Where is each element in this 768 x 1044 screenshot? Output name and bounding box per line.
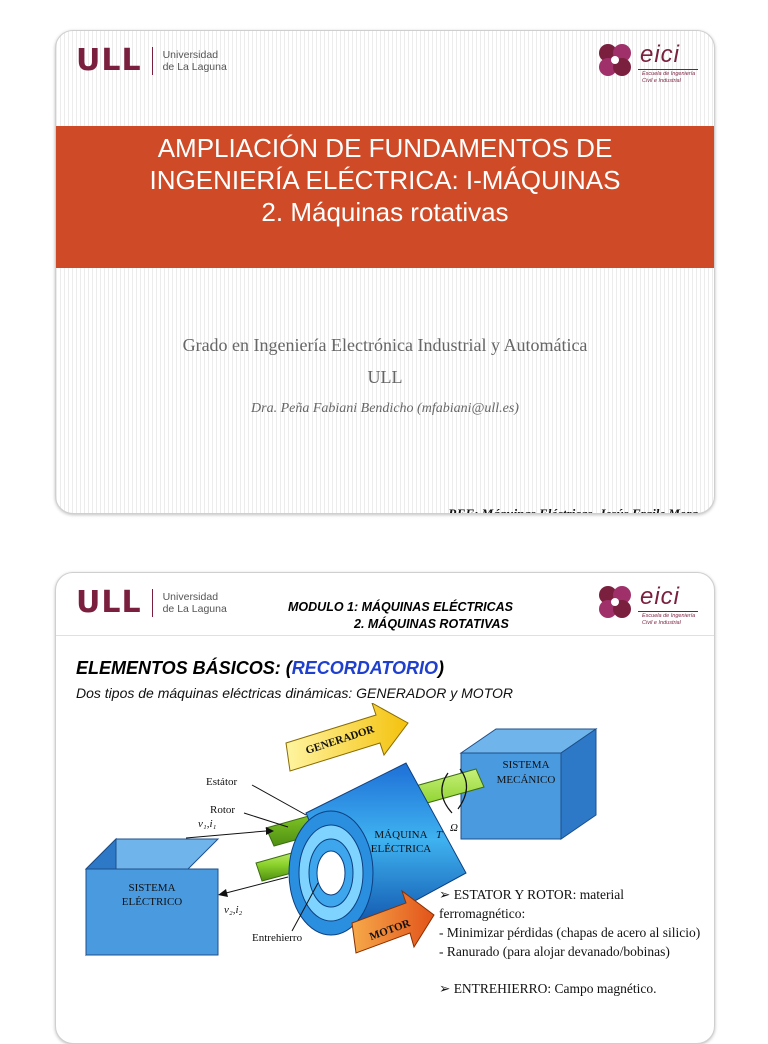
electric-machine-body: MÁQUINA ELÉCTRICA: [288, 762, 467, 936]
university-name-line2: de La Laguna: [162, 602, 227, 615]
section-highlight: RECORDATORIO: [291, 658, 439, 678]
bullet-list: ➢ ESTATOR Y ROTOR: material ferromagnéti…: [439, 885, 709, 998]
eici-wordmark: eici: [640, 41, 681, 68]
author: Dra. Peña Fabiani Bendicho (mfabiani@ull…: [251, 401, 519, 416]
reference: REF: Máquinas Eléctricas, Jesús Fraile M…: [448, 506, 698, 514]
arrow-bullet-icon: ➢: [439, 887, 451, 902]
generator-arrow: GENERADOR: [285, 703, 409, 772]
eici-logo: eici Escuela de Ingeniería Civil e Indus…: [592, 581, 702, 631]
omega-label: Ω: [450, 822, 458, 834]
torque-label: T: [436, 829, 443, 841]
degree-name: Grado en Ingeniería Electrónica Industri…: [182, 335, 588, 355]
ull-logo-mark: ULL: [76, 43, 142, 78]
eici-sub-line2: Civil e Industrial: [642, 78, 681, 84]
arrow-bullet-icon: ➢: [439, 981, 451, 996]
machine-label-1: MÁQUINA: [374, 829, 427, 841]
eici-logo: eici Escuela de Ingeniería Civil e Indus…: [592, 39, 702, 89]
mechanical-label-2: MECÁNICO: [497, 774, 556, 786]
flower-icon: [599, 44, 631, 76]
motor-arrow: MOTOR: [351, 889, 435, 954]
electric-label-2: ELÉCTRICO: [122, 896, 183, 908]
mechanical-label-1: SISTEMA: [502, 759, 549, 771]
machine-label-2: ELÉCTRICA: [371, 843, 432, 855]
current-arrows: v₁,i₁ v₂,i₂: [185, 818, 289, 916]
bullet-air-gap: ➢ ENTREHIERRO: Campo magnético.: [439, 981, 657, 996]
ull-logo: ULL Universidad de La Laguna: [76, 43, 227, 78]
module-heading-2: 2. MÁQUINAS ROTATIVAS: [354, 617, 509, 631]
electric-system-block: SISTEMA ELÉCTRICO: [84, 837, 220, 957]
section-subtitle: Dos tipos de máquinas eléctricas dinámic…: [76, 685, 513, 701]
institution: ULL: [367, 367, 403, 387]
ull-logo-mark: ULL: [76, 585, 142, 620]
title-line-3: 2. Máquinas rotativas: [261, 197, 509, 227]
machine-diagram: SISTEMA MECÁNICO MÁQUINA ELÉCTRICA T Ω: [84, 703, 598, 957]
university-name-line2: de La Laguna: [162, 60, 227, 73]
flower-icon: [599, 586, 631, 618]
title-line-1: AMPLIACIÓN DE FUNDAMENTOS DE: [157, 133, 613, 163]
title-slide: ULL Universidad de La Laguna eici Escuel…: [55, 30, 715, 514]
rotation-arrow: T Ω: [436, 768, 468, 841]
bullet-stator-rotor: ➢ ESTATOR Y ROTOR: material ferromagnéti…: [439, 887, 624, 921]
ull-logo: ULL Universidad de La Laguna: [76, 585, 227, 620]
eici-wordmark: eici: [640, 583, 681, 610]
mechanical-system-block: SISTEMA MECÁNICO: [459, 728, 598, 840]
university-name-line1: Universidad: [162, 590, 219, 603]
eici-sub-line2: Civil e Industrial: [642, 620, 681, 626]
university-name-line1: Universidad: [162, 48, 219, 61]
stator-label: Estátor: [206, 776, 237, 788]
callouts: Estátor Rotor Entrehierro: [206, 776, 319, 944]
bullet-subitem: - Ranurado (para alojar devanado/bobinas…: [439, 944, 670, 959]
module-heading-1: MODULO 1: MÁQUINAS ELÉCTRICAS: [288, 600, 513, 614]
v2-i2-label: v₂,i₂: [224, 904, 243, 916]
eici-sub-line1: Escuela de Ingeniería: [642, 613, 696, 619]
electric-label-1: SISTEMA: [128, 882, 175, 894]
bullet-subitem: - Minimizar pérdidas (chapas de acero al…: [439, 925, 701, 940]
section-title: ELEMENTOS BÁSICOS: (RECORDATORIO): [76, 658, 445, 678]
rotor-label: Rotor: [210, 804, 235, 816]
title-band: AMPLIACIÓN DE FUNDAMENTOS DE INGENIERÍA …: [56, 126, 714, 268]
eici-sub-line1: Escuela de Ingeniería: [642, 71, 696, 77]
content-slide: ULL Universidad de La Laguna eici Escuel…: [55, 572, 715, 1044]
v1-i1-label: v₁,i₁: [198, 818, 217, 830]
title-line-2: INGENIERÍA ELÉCTRICA: I-MÁQUINAS: [149, 165, 621, 195]
air-gap-label: Entrehierro: [252, 932, 303, 944]
